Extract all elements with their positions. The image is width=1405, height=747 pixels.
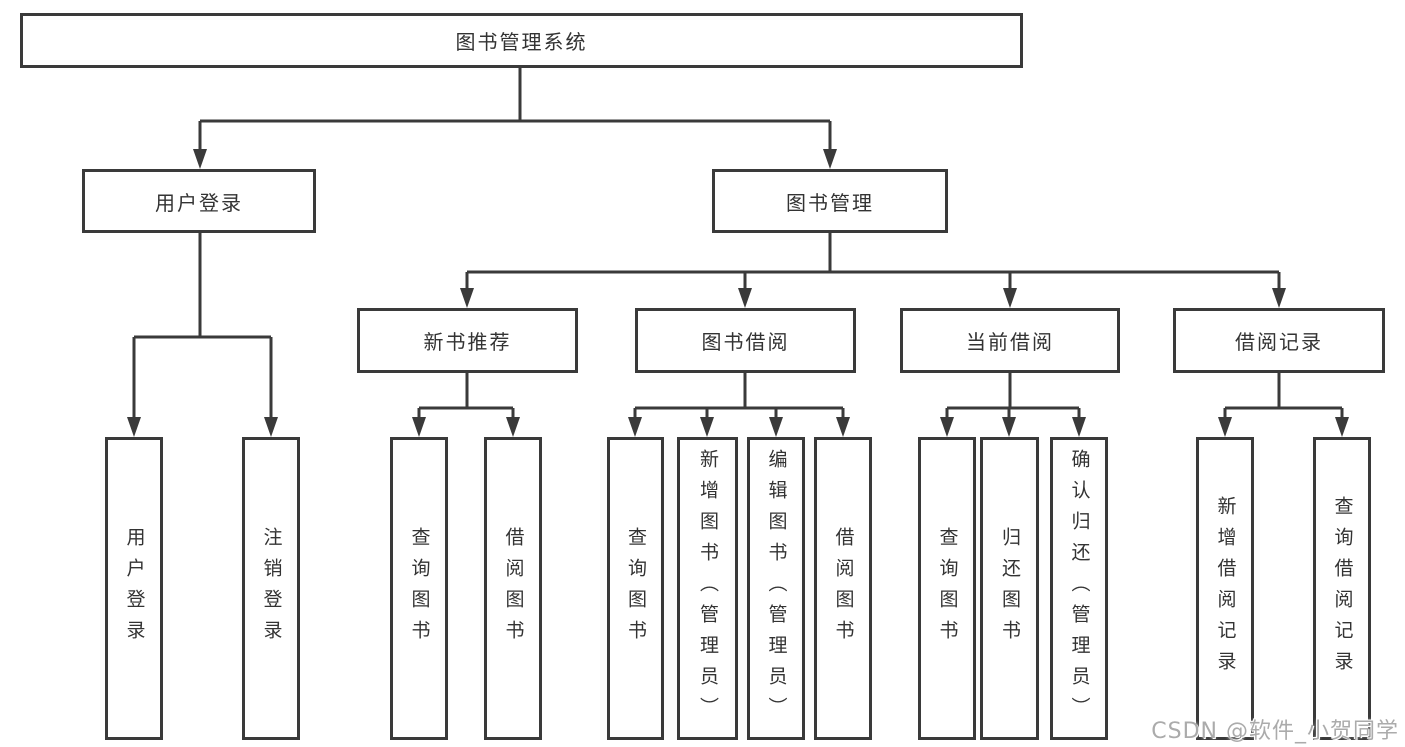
csdn-watermark: CSDN @软件_小贺同学 (1151, 719, 1399, 744)
leaf-query-borrow-record: 查询借阅记录 (1313, 437, 1371, 740)
node-label: 借阅记录 (1235, 330, 1323, 354)
node-label: 当前借阅 (966, 330, 1054, 354)
leaf-query-books-current: 查询图书 (918, 437, 976, 740)
node-label: 编辑图书（管理员） (765, 449, 788, 728)
node-label: 借阅图书 (502, 526, 525, 651)
node-label: 注销登录 (260, 526, 283, 651)
node-label: 查询图书 (936, 526, 959, 651)
leaf-borrow-books-recommend: 借阅图书 (484, 437, 542, 740)
node-label: 归还图书 (999, 526, 1021, 651)
leaf-confirm-return-admin: 确认归还（管理员） (1050, 437, 1108, 740)
leaf-query-books-recommend: 查询图书 (390, 437, 448, 740)
leaf-add-books-admin: 新增图书（管理员） (677, 437, 738, 740)
node-label: 图书管理系统 (455, 30, 588, 54)
node-label: 新增图书（管理员） (697, 449, 719, 728)
node-borrowing-records: 借阅记录 (1173, 308, 1385, 373)
node-book-borrowing: 图书借阅 (635, 308, 856, 373)
node-book-management: 图书管理 (712, 169, 948, 233)
node-current-borrowing: 当前借阅 (900, 308, 1120, 373)
node-label: 查询图书 (625, 526, 647, 651)
leaf-add-borrow-record: 新增借阅记录 (1196, 437, 1254, 740)
node-label: 查询借阅记录 (1331, 495, 1354, 682)
node-label: 用户登录 (155, 190, 243, 215)
node-label: 新书推荐 (423, 330, 512, 354)
leaf-return-books: 归还图书 (980, 437, 1039, 740)
leaf-query-books-borrow: 查询图书 (607, 437, 664, 740)
node-label: 新增借阅记录 (1214, 495, 1237, 682)
leaf-borrow-books: 借阅图书 (814, 437, 872, 740)
node-label: 图书管理 (786, 190, 874, 215)
node-label: 图书借阅 (701, 330, 790, 354)
node-label: 查询图书 (408, 526, 431, 651)
leaf-logout-login: 注销登录 (242, 437, 300, 740)
node-label: 确认归还（管理员） (1068, 449, 1091, 728)
leaf-user-login: 用户登录 (105, 437, 163, 740)
node-label: 借阅图书 (832, 526, 855, 651)
node-label: 用户登录 (123, 526, 146, 651)
node-user-login: 用户登录 (82, 169, 316, 233)
leaf-edit-books-admin: 编辑图书（管理员） (747, 437, 805, 740)
node-new-book-recommendation: 新书推荐 (357, 308, 578, 373)
node-library-management-system: 图书管理系统 (20, 13, 1023, 68)
